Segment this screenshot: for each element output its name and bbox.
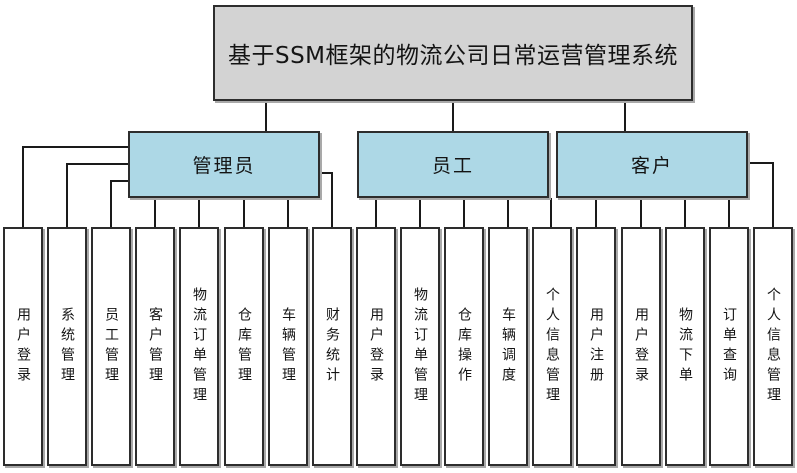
leaf-label: 用户登录 — [368, 306, 384, 387]
leaf-node-admin-finance-stats: 财务统计 — [312, 227, 352, 466]
root-node: 基于SSM框架的物流公司日常运营管理系统 — [213, 5, 693, 101]
leaf-node-customer-order-query: 订单查询 — [709, 227, 749, 466]
leaf-node-admin-customer-mgmt: 客户管理 — [135, 227, 175, 466]
leaf-label: 用户登录 — [633, 306, 649, 387]
leaf-node-admin-warehouse-mgmt: 仓库管理 — [224, 227, 264, 466]
category-node-customer: 客户 — [556, 131, 748, 198]
leaf-label: 车辆管理 — [280, 306, 296, 387]
leaf-label: 用户注册 — [588, 306, 604, 387]
leaf-label: 仓库操作 — [456, 306, 472, 387]
leaf-node-admin-staff-mgmt: 员工管理 — [91, 227, 131, 466]
leaf-node-customer-place-order: 物流下单 — [665, 227, 705, 466]
leaf-label: 用户登录 — [15, 306, 31, 387]
leaf-node-admin-order-mgmt: 物流订单管理 — [179, 227, 219, 466]
leaf-node-staff-user-login: 用户登录 — [356, 227, 396, 466]
leaf-node-staff-warehouse-ops: 仓库操作 — [444, 227, 484, 466]
category-customer-label: 客户 — [630, 155, 673, 177]
leaf-node-staff-order-mgmt: 物流订单管理 — [400, 227, 440, 466]
root-node-label: 基于SSM框架的物流公司日常运营管理系统 — [227, 43, 679, 69]
leaf-label: 员工管理 — [103, 306, 119, 387]
leaf-label: 系统管理 — [59, 306, 75, 387]
leaf-label: 车辆调度 — [500, 306, 516, 387]
leaf-node-staff-profile-mgmt: 个人信息管理 — [532, 227, 572, 466]
leaf-node-customer-user-login: 用户登录 — [621, 227, 661, 466]
category-staff-label: 员工 — [431, 155, 474, 177]
leaf-label: 客户管理 — [147, 306, 163, 387]
category-admin-label: 管理员 — [192, 155, 256, 177]
leaf-node-customer-register: 用户注册 — [576, 227, 616, 466]
connector-root-branches — [265, 101, 626, 131]
leaf-node-admin-system-mgmt: 系统管理 — [47, 227, 87, 466]
leaf-label: 物流订单管理 — [412, 286, 428, 407]
leaf-label: 个人信息管理 — [544, 286, 560, 407]
leaf-label: 财务统计 — [324, 306, 340, 387]
leaf-label: 个人信息管理 — [765, 286, 781, 407]
connector-staff-branches — [375, 198, 552, 227]
leaf-label: 物流下单 — [677, 306, 693, 387]
connector-customer-branches — [595, 162, 774, 227]
leaf-node-admin-vehicle-mgmt: 车辆管理 — [268, 227, 308, 466]
leaf-node-admin-user-login: 用户登录 — [3, 227, 43, 466]
category-node-admin: 管理员 — [128, 131, 320, 198]
leaf-label: 订单查询 — [721, 306, 737, 387]
category-node-staff: 员工 — [357, 131, 549, 198]
leaf-node-staff-vehicle-dispatch: 车辆调度 — [488, 227, 528, 466]
leaf-node-customer-profile-mgmt: 个人信息管理 — [753, 227, 793, 466]
leaf-label: 物流订单管理 — [191, 286, 207, 407]
connector-admin-branches — [22, 146, 333, 227]
leaf-label: 仓库管理 — [236, 306, 252, 387]
